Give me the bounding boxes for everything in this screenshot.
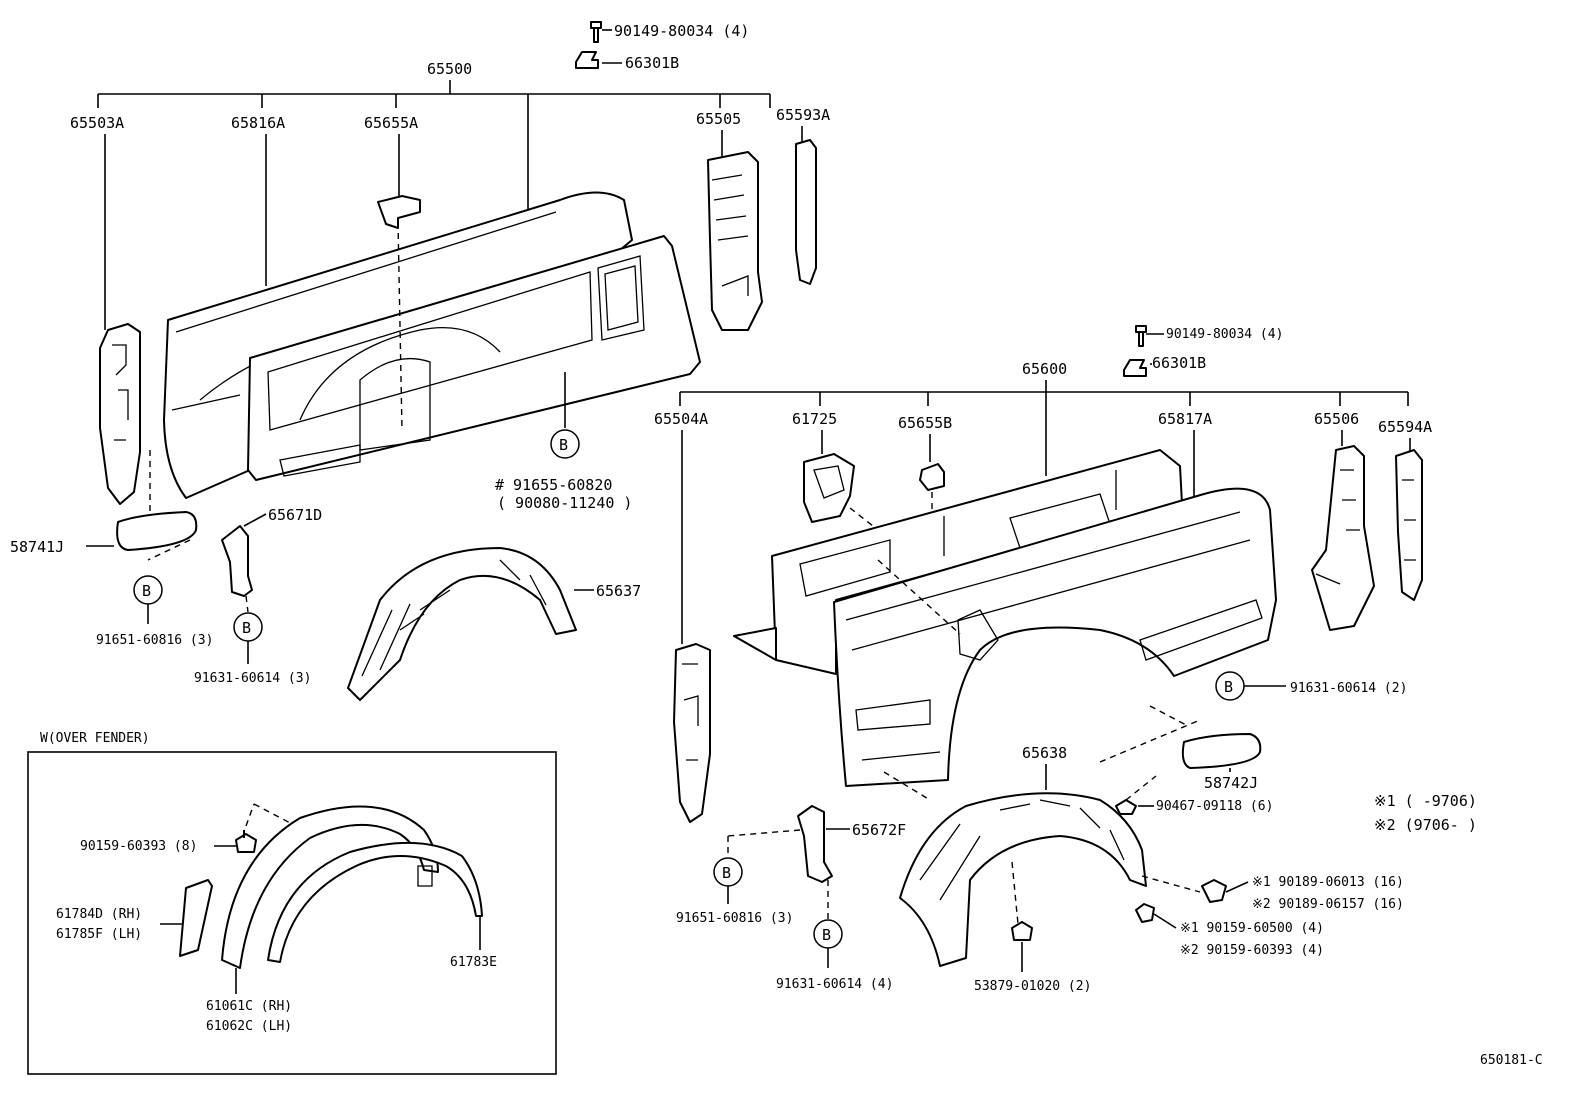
label-58742J: 58742J (1204, 774, 1258, 792)
b-circle-marker: B (233, 612, 263, 642)
svg-text:B: B (822, 926, 831, 944)
inset-screw-label: 90159-60393 (8) (80, 839, 197, 854)
label-53879: 53879-01020 (2) (974, 979, 1091, 994)
rh-side-panel-group: 90149-80034 (4) 66301B 65600 65504A 6172… (654, 325, 1477, 994)
label-61785F: 61785F (LH) (56, 927, 142, 942)
label-65506: 65506 (1314, 410, 1359, 428)
screw-label-s1a: ※1 90189-06013 (16) (1252, 875, 1404, 890)
b-circle-marker: B (133, 575, 163, 605)
label-65817A: 65817A (1158, 410, 1212, 428)
rh-assy-label: 65600 (1022, 360, 1067, 378)
label-61784D: 61784D (RH) (56, 907, 142, 922)
label-61062C: 61062C (LH) (206, 1019, 292, 1034)
b-circle-marker: B (550, 429, 580, 459)
note-2: ※2 (9706- ) (1374, 816, 1477, 834)
label-58741J: 58741J (10, 538, 64, 556)
screw-icon (1135, 903, 1155, 923)
label-65594A: 65594A (1378, 418, 1432, 436)
pad-58742J (1181, 733, 1262, 769)
label-65655A: 65655A (364, 114, 418, 132)
label-65503A: 65503A (70, 114, 124, 132)
bracket-61725 (803, 453, 855, 523)
screw-label-s1b: ※1 90159-60500 (4) (1180, 921, 1324, 936)
bracket-65655B (919, 463, 945, 491)
label-65638: 65638 (1022, 744, 1067, 762)
rh-bolt-label: 90149-80034 (4) (1166, 327, 1283, 342)
rh-clip-b-label: 91631-60614 (2) (1290, 681, 1407, 696)
bolt-icon (590, 21, 602, 43)
svg-text:B: B (242, 619, 251, 637)
fender-flare-61061C (221, 805, 439, 969)
lh-clip-label-1: 91651-60816 (3) (96, 633, 213, 648)
rh-clip-label-1: 91651-60816 (3) (676, 911, 793, 926)
label-65655B: 65655B (898, 414, 952, 432)
b-circle-marker: B (1215, 671, 1245, 701)
label-65816A: 65816A (231, 114, 285, 132)
lh-assy-label: 65500 (427, 60, 472, 78)
top-bracket-label: 66301B (625, 54, 679, 72)
fender-flare-61783E (267, 841, 483, 963)
bolt-icon (1135, 325, 1147, 347)
svg-text:B: B (722, 864, 731, 882)
bracket-65655A (377, 195, 421, 229)
screw-icon (235, 830, 257, 853)
screw-icon (1201, 879, 1227, 903)
lh-clip-label-2: 91631-60614 (3) (194, 671, 311, 686)
strip-61784D (179, 879, 213, 957)
label-65671D: 65671D (268, 506, 322, 524)
bracket-icon (1123, 359, 1147, 377)
label-61725: 61725 (792, 410, 837, 428)
label-65504A: 65504A (654, 410, 708, 428)
rh-clip-label-2: 91631-60614 (4) (776, 977, 893, 992)
lh-bolt-label-2: ( 90080-11240 ) (497, 494, 632, 512)
wheel-house-65637 (347, 547, 577, 701)
lh-side-panel-group: 90149-80034 (4) 66301B 65500 65503A 6581… (10, 21, 830, 701)
label-65637: 65637 (596, 582, 641, 600)
inset-title: W(OVER FENDER) (40, 731, 150, 746)
front-pillar-65504A (673, 643, 711, 823)
note-1: ※1 ( -9706) (1374, 792, 1477, 810)
top-bolt-label: 90149-80034 (4) (614, 22, 749, 40)
screw-label-s2b: ※2 90159-60393 (4) (1180, 943, 1324, 958)
bed-floor-flange (733, 627, 777, 661)
label-90467: 90467-09118 (6) (1156, 799, 1273, 814)
bracket-65671D (221, 525, 253, 597)
wheel-house-65638 (899, 792, 1147, 967)
svg-text:B: B (142, 582, 151, 600)
bed-side-outer-sheet (247, 235, 701, 481)
screw-label-s2a: ※2 90189-06157 (16) (1252, 897, 1404, 912)
bracket-65672F (797, 805, 833, 883)
fastener-icon (1115, 799, 1137, 815)
svg-text:B: B (1224, 678, 1233, 696)
inset-frame (27, 751, 557, 1075)
b-circle-marker: B (813, 919, 843, 949)
clip-icon (1011, 921, 1033, 941)
bracket-icon (575, 51, 599, 69)
label-65593A: 65593A (776, 106, 830, 124)
b-circle-marker: B (713, 857, 743, 887)
diagram-code: 650181-C (1480, 1053, 1543, 1068)
label-61783E: 61783E (450, 955, 497, 970)
label-65672F: 65672F (852, 821, 906, 839)
label-65505: 65505 (696, 110, 741, 128)
pad-58741J (116, 511, 198, 551)
over-fender-inset: W(OVER FENDER) 90159-60393 (8) 61784D (R… (27, 731, 557, 1075)
lh-bolt-label-1: # 91655-60820 (495, 476, 612, 494)
svg-text:B: B (559, 436, 568, 454)
rear-strip-65594A (1395, 449, 1423, 601)
rear-strip-65593A (795, 139, 817, 285)
front-pillar-65503A (99, 323, 141, 505)
label-61061C: 61061C (RH) (206, 999, 292, 1014)
rear-pillar-65506 (1311, 445, 1375, 631)
rh-bracket-label: 66301B (1152, 354, 1206, 372)
